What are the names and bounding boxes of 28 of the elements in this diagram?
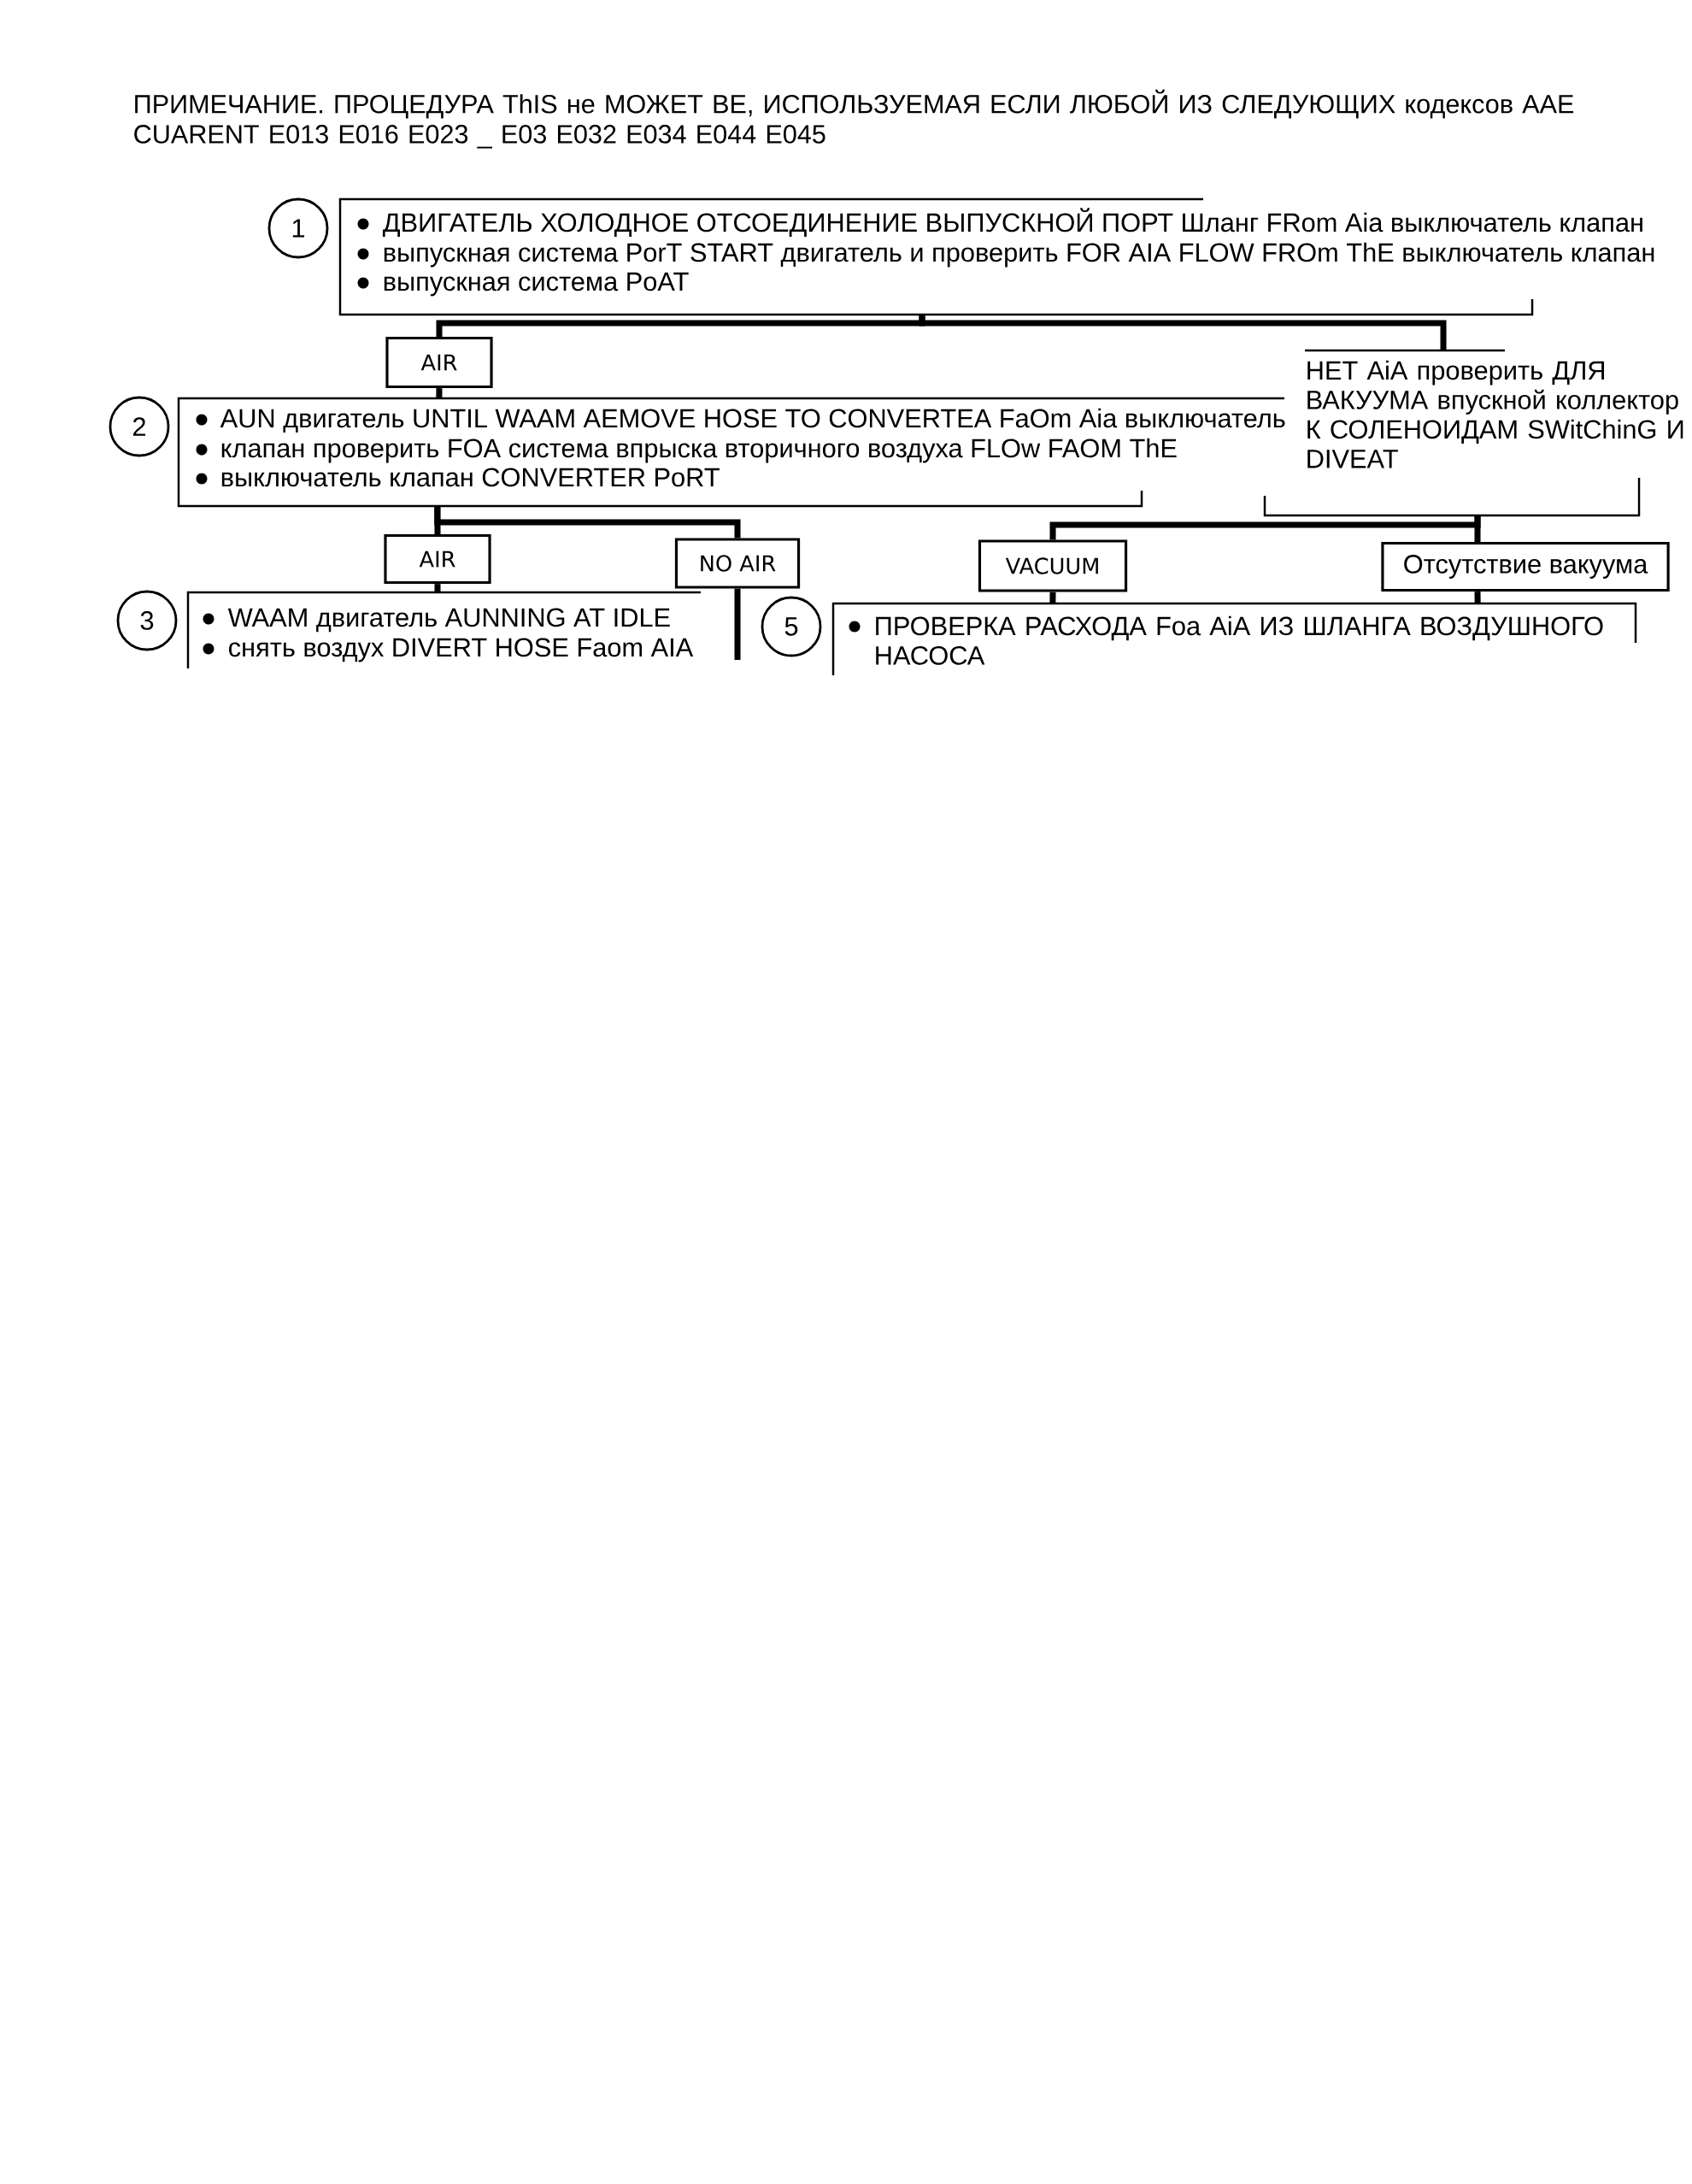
step-box xyxy=(186,591,701,668)
step-text: AUN двигатель UNTIL WAAM AEMOVE HOSE TO CONVERTEA FaOm Aia выключатель xyxy=(220,408,1285,433)
step-number: 3 xyxy=(116,590,178,651)
step-box xyxy=(831,602,1637,675)
connector-line xyxy=(434,506,741,539)
step-box xyxy=(338,197,1654,316)
step-text: выпускная система PoAT xyxy=(384,272,689,297)
step-text: WAAM двигатель AUNNING AT IDLE xyxy=(227,608,670,633)
step-text: выпускная система PorT START двигатель и проверить FOR AIA FLOW FROm ThE выключатель клапан xyxy=(384,242,1654,268)
result-box: Отсутствие вакуума xyxy=(1381,541,1670,592)
step-text: НЕТ AiA проверить ДЛЯ ВАКУУМА впускной коллектор К СОЛЕНОИДАМ SWitChinG И DIVEAT xyxy=(1307,360,1683,468)
result-box: NO AIR xyxy=(674,538,801,589)
step-text: ПРОВЕРКА РАСХОДА Foa AiA ИЗ ШЛАНГА ВОЗДУШНОГО НАСОСА xyxy=(876,615,1603,665)
result-box: AIR xyxy=(384,533,491,585)
connector-line xyxy=(1049,592,1056,603)
step-box xyxy=(177,397,1285,508)
result-box: VACUUM xyxy=(978,539,1128,592)
note-text: ПРИМЕЧАНИЕ. ПРОЦЕДУРА ThIS не МОЖЕТ BE, ИСПОЛЬЗУЕМАЯ ЕСЛИ ЛЮБОЙ ИЗ СЛЕДУЮЩИХ кодексов AAE CUARENT E013 E016 E023 _ E03 E032 E034 E044 E045 xyxy=(134,89,1574,149)
step-number: 1 xyxy=(267,197,329,259)
step-text: ДВИГАТЕЛЬ ХОЛОДНОЕ ОТСОЕДИНЕНИЕ ВЫПУСКНОЙ ПОРТ Шланг FRom Aia выключатель клапан xyxy=(382,208,1642,238)
step-number: 5 xyxy=(761,596,822,657)
step-number: 2 xyxy=(109,396,170,457)
step-text: клапан проверить FOA система впрыска вторичного воздуха FLOw FAOM ThE xyxy=(221,438,1177,463)
connector-line xyxy=(1474,592,1481,604)
step-text: выключатель клапан CONVERTER PoRT xyxy=(221,468,720,487)
result-box: AIR xyxy=(385,336,493,389)
step-text: снять воздух DIVERT HOSE Faom AIA xyxy=(229,638,694,662)
connector-line xyxy=(919,315,1447,350)
